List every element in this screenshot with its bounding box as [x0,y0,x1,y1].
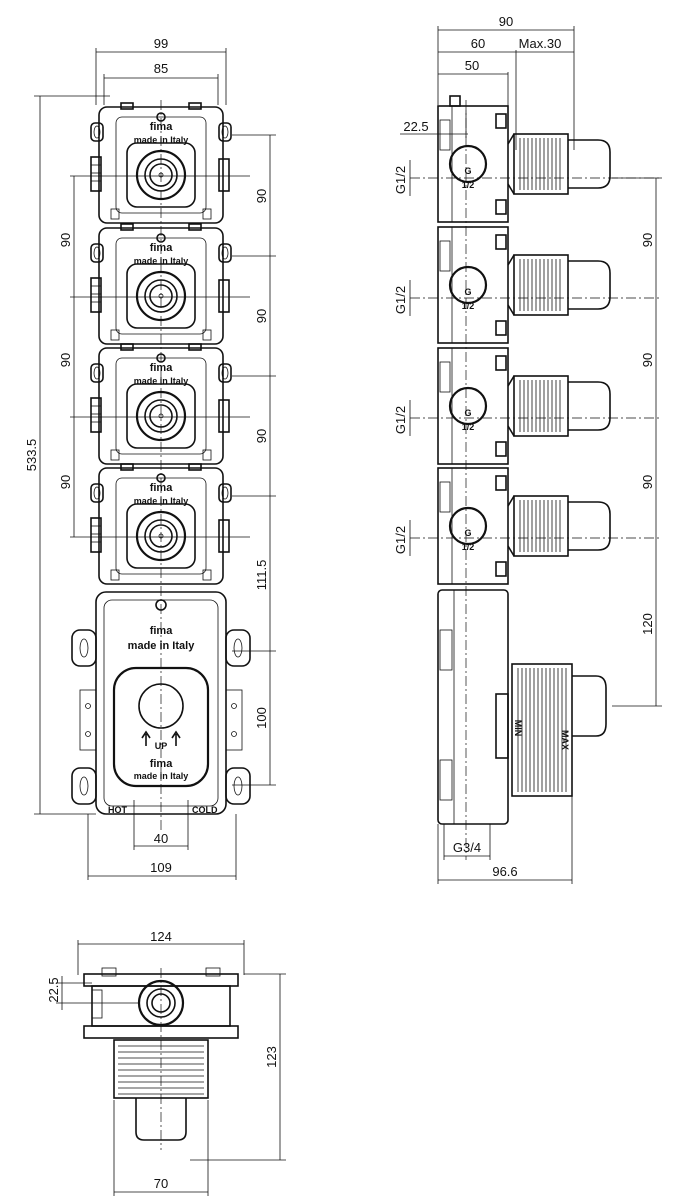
port-1-g: G [464,166,471,176]
side-module-1 [436,104,612,224]
bottom-dim-height: 123 [264,1046,279,1068]
dim-width-top-inner: 85 [154,61,168,76]
module-1-brand: fima [150,121,174,133]
port-2-g: G [464,287,471,297]
max-label: MAX [560,730,570,750]
module-2-brand: fima [150,242,174,254]
module-3-brand: fima [150,362,174,374]
side-pitch-4: 120 [640,613,655,635]
dim-inlet-spacing: 40 [154,831,168,846]
side-dim-port-offset: 22.5 [403,119,428,134]
side-module-2 [436,225,612,345]
side-depth-base: 96.6 [492,864,517,879]
base-unit [71,591,251,815]
base-origin: made in Italy [128,640,196,652]
dim-pitch-right-4: 111.5 [254,560,269,591]
dim-pitch-left-1: 90 [58,233,73,247]
dim-width-top-outer: 99 [154,36,168,51]
module-2-origin: made in Italy [134,256,189,266]
hot-label: HOT [108,805,128,815]
base-brand: fima [150,625,174,637]
side-thread-4: G1/2 [393,526,408,554]
bottom-dim-offset: 22.5 [46,977,61,1002]
port-4-g: G [464,528,471,538]
side-thread-2: G1/2 [393,286,408,314]
dim-pitch-right-3: 90 [254,429,269,443]
port-1-size: 1/2 [462,180,475,190]
dim-pitch-right-2: 90 [254,309,269,323]
side-thread-3: G1/2 [393,406,408,434]
side-pitch-2: 90 [640,353,655,367]
dim-width-bottom: 109 [150,860,172,875]
dim-pitch-right-1: 90 [254,189,269,203]
side-pitch-3: 90 [640,475,655,489]
port-4-size: 1/2 [462,542,475,552]
front-view: 99 85 fima made in Italy fima made in It… [24,36,276,880]
dim-height-total: 533.5 [24,439,39,472]
base-origin-2: made in Italy [134,771,189,781]
dim-pitch-right-5: 100 [254,707,269,729]
side-module-3 [436,346,612,466]
cold-label: COLD [192,805,218,815]
side-pitch-1: 90 [640,233,655,247]
port-3-g: G [464,408,471,418]
module-4-brand: fima [150,482,174,494]
side-dim-depth-total: 90 [499,14,513,29]
side-module-4 [436,466,612,586]
bottom-view: 124 22.5 123 70 [46,929,286,1196]
side-view: 90 60 Max.30 50 22.5 G 1/2 G 1/2 G 1/2 G… [393,14,662,884]
module-3-origin: made in Italy [134,376,189,386]
min-label: MIN [513,720,523,737]
up-label: UP [155,741,168,751]
side-dim-depth-body: 60 [471,36,485,51]
side-dim-depth-port: 50 [465,58,479,73]
port-3-size: 1/2 [462,422,475,432]
dim-pitch-left-2: 90 [58,353,73,367]
side-thread-inlet: G3/4 [453,840,481,855]
base-brand-2: fima [150,758,174,770]
bottom-dim-width-bottom: 70 [154,1176,168,1191]
bottom-dim-width: 124 [150,929,172,944]
dim-pitch-left-3: 90 [58,475,73,489]
side-thread-1: G1/2 [393,166,408,194]
side-dim-depth-max: Max.30 [519,36,562,51]
side-base [437,589,607,825]
port-2-size: 1/2 [462,301,475,311]
